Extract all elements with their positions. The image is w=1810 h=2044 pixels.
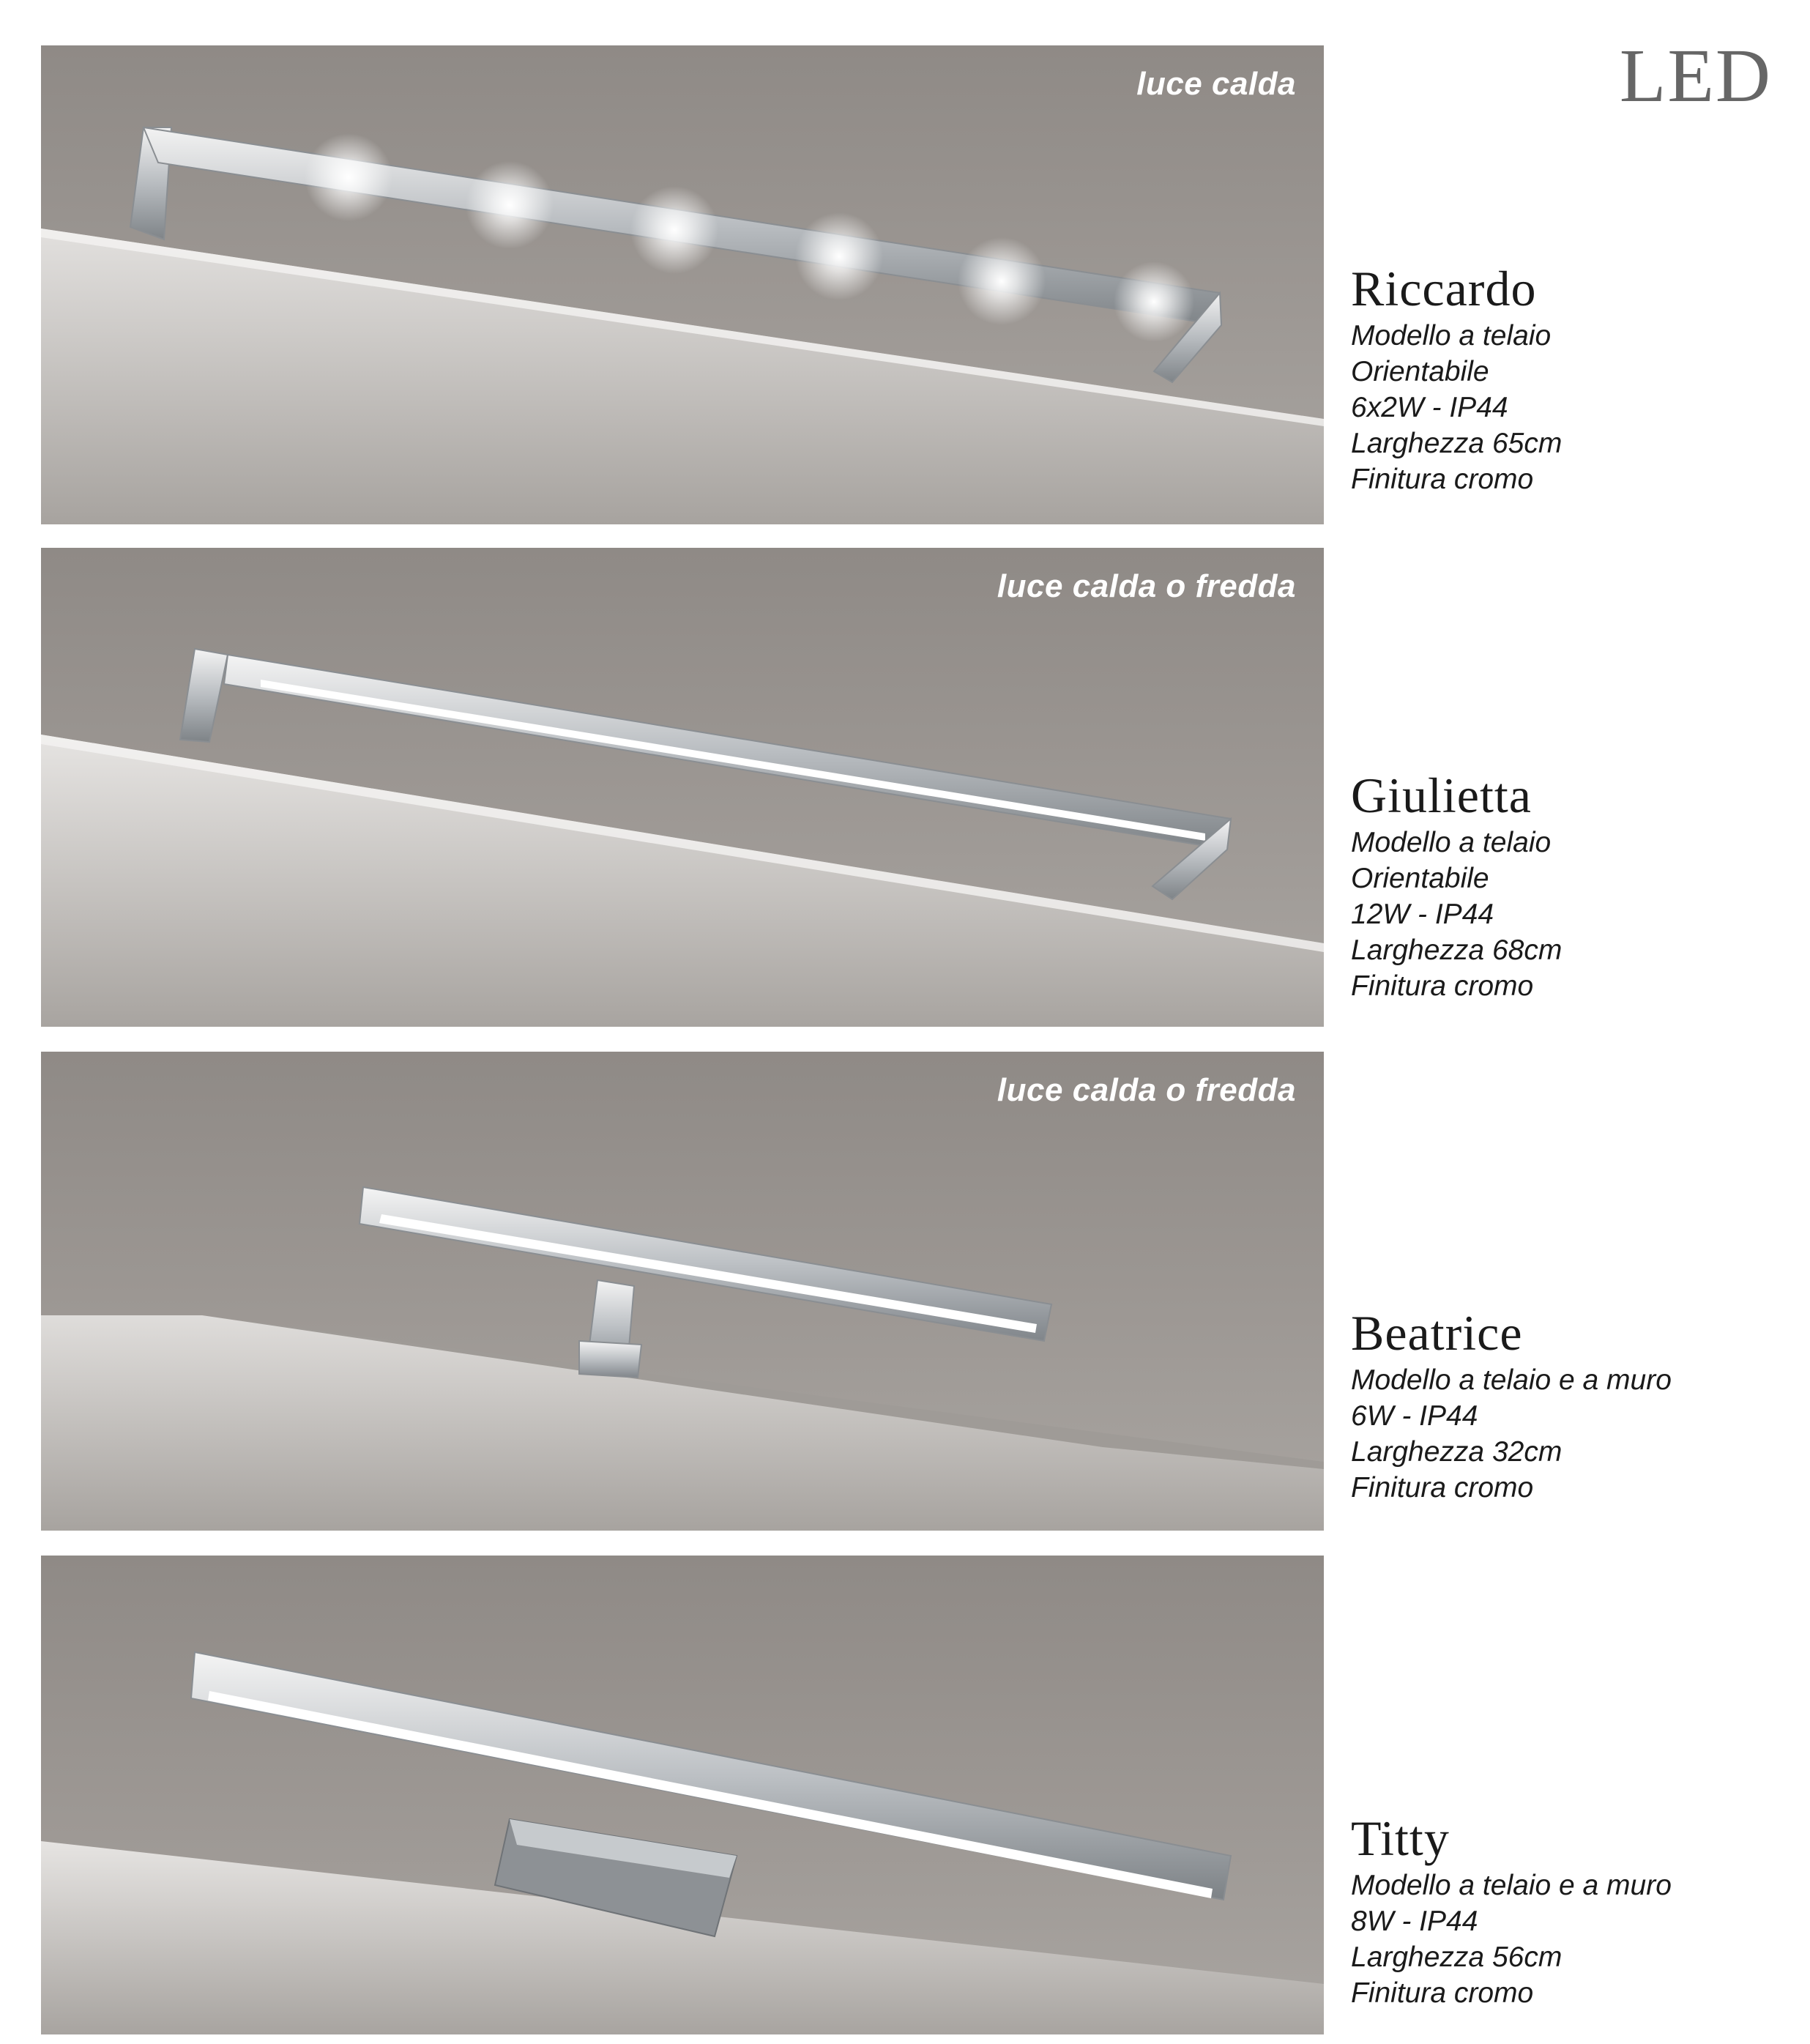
spec-line: Modello a telaio <box>1351 827 1552 858</box>
spec-line: Larghezza 68cm <box>1351 934 1563 966</box>
product-photo-riccardo: luce calda <box>41 45 1324 524</box>
spec-line: 12W - IP44 <box>1351 899 1494 930</box>
lamp-illustration-beatrice <box>41 1186 1324 1531</box>
product-info-giulietta: Giulietta Modello a telaio Orientabile 1… <box>1351 770 1562 1004</box>
product-name: Titty <box>1351 1810 1450 1866</box>
product-photo-beatrice: luce calda o fredda <box>41 1052 1324 1531</box>
product-photo-titty <box>41 1556 1324 2034</box>
lamp-arm-right <box>1151 817 1232 901</box>
spec-line: 6x2W - IP44 <box>1351 392 1508 423</box>
light-type-label: luce calda o fredda <box>997 568 1296 604</box>
lamp-bracket <box>578 1339 643 1379</box>
spec-line: Larghezza 32cm <box>1351 1436 1563 1468</box>
lamp-illustration-riccardo <box>41 126 1324 524</box>
spec-line: Modello a telaio e a muro <box>1351 1870 1672 1901</box>
led-strip <box>208 1691 1213 1898</box>
lamp-arm-right <box>1152 291 1223 384</box>
spec-line: Larghezza 65cm <box>1351 428 1563 459</box>
light-type-label: luce calda o fredda <box>997 1072 1296 1108</box>
lamp-illustration-giulietta <box>41 647 1324 1027</box>
spec-line: Larghezza 56cm <box>1351 1941 1563 1973</box>
light-type-label: luce calda <box>1136 66 1296 102</box>
product-info-riccardo: Riccardo Modello a telaio Orientabile 6x… <box>1351 264 1562 497</box>
lamp-bracket-face <box>510 1819 737 1878</box>
product-name: Riccardo <box>1351 261 1537 316</box>
led-strip <box>379 1214 1037 1333</box>
spec-line: Finitura cromo <box>1351 970 1534 1002</box>
page-heading: LED <box>1619 34 1772 118</box>
product-info-titty: Titty Modello a telaio e a muro 8W - IP4… <box>1351 1813 1672 2011</box>
lamp-arm-left <box>179 647 229 743</box>
spec-line: Modello a telaio <box>1351 320 1552 352</box>
spec-line: 8W - IP44 <box>1351 1906 1478 1937</box>
lamp-illustration-titty <box>41 1651 1324 2034</box>
product-photo-giulietta: luce calda o fredda <box>41 548 1324 1027</box>
spec-line: Finitura cromo <box>1351 1472 1534 1504</box>
spec-line: Finitura cromo <box>1351 1977 1534 2009</box>
spec-line: Orientabile <box>1351 863 1489 894</box>
spec-line: Modello a telaio e a muro <box>1351 1364 1672 1396</box>
product-name: Giulietta <box>1351 768 1532 823</box>
led-strip <box>261 680 1205 841</box>
spec-line: Finitura cromo <box>1351 464 1534 495</box>
lamp-bar <box>190 1651 1232 1901</box>
spec-line: Orientabile <box>1351 356 1489 387</box>
product-name: Beatrice <box>1351 1305 1523 1361</box>
led-glows <box>305 133 1194 342</box>
product-info-beatrice: Beatrice Modello a telaio e a muro 6W - … <box>1351 1308 1672 1506</box>
spec-line: 6W - IP44 <box>1351 1400 1478 1432</box>
